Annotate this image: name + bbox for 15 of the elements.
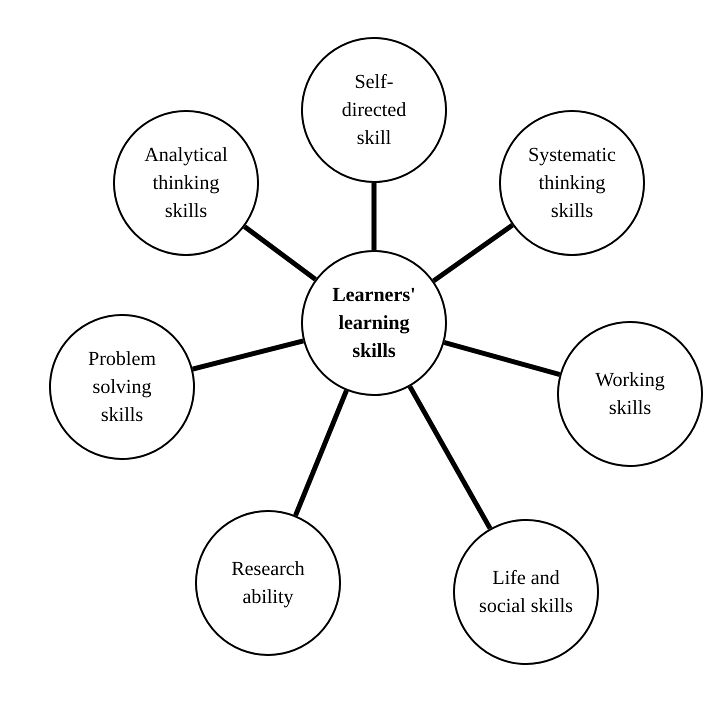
node-label: Research ability [230, 557, 306, 610]
node-label: Analytical thinking skills [143, 143, 229, 224]
connector-line [192, 338, 304, 372]
connector-line [432, 223, 514, 283]
node-label: Self-directed skill [340, 70, 408, 151]
hub-label: Learners' learning skills [331, 283, 417, 364]
connector-line [372, 183, 376, 250]
connector-line [408, 385, 492, 530]
node-label: Systematic thinking skills [527, 143, 617, 224]
node-label: Problem solving skills [87, 347, 157, 428]
connector-line [293, 390, 349, 516]
connector-line [243, 224, 317, 282]
connector-line [444, 340, 560, 377]
node-label: Life and social skills [478, 566, 574, 619]
node-label: Working skills [594, 368, 666, 421]
